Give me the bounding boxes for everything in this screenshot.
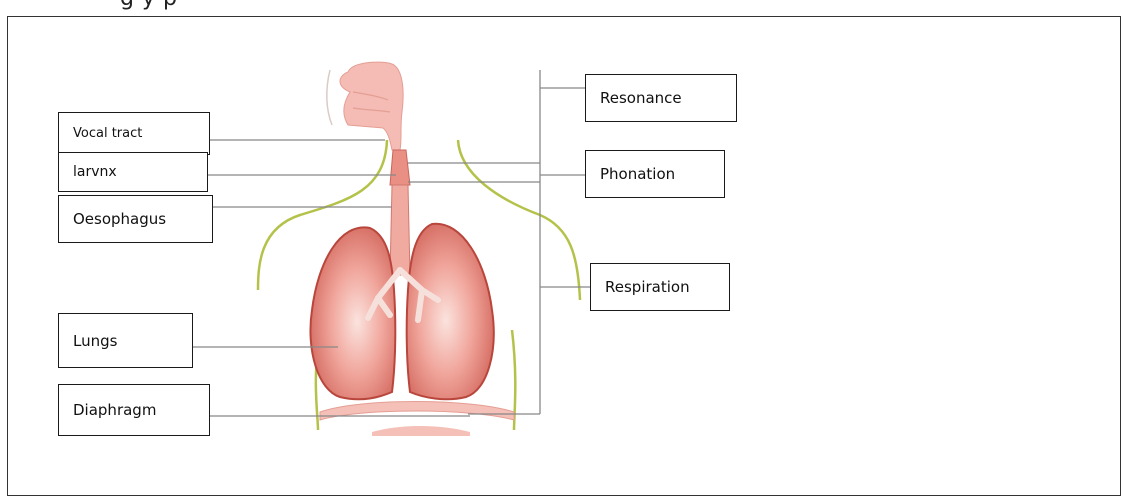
diaphragm-label: Diaphragm xyxy=(58,384,210,436)
respiration-label: Respiration xyxy=(590,263,730,311)
left-lung-shape xyxy=(310,227,395,399)
phonation-label: Phonation xyxy=(585,150,725,198)
larynx-shape xyxy=(390,150,410,185)
larynx-label: larvnx xyxy=(58,152,208,192)
resonance-label: Resonance xyxy=(585,74,737,122)
trachea-shape xyxy=(390,185,410,275)
oesophagus-label: Oesophagus xyxy=(58,195,213,243)
lungs-label: Lungs xyxy=(58,313,193,368)
vocal-tract-label: Vocal tract xyxy=(58,112,210,155)
vocal-tract-shape xyxy=(327,62,403,150)
lower-abdomen-shape xyxy=(372,426,470,436)
diaphragm-shape xyxy=(320,402,514,421)
